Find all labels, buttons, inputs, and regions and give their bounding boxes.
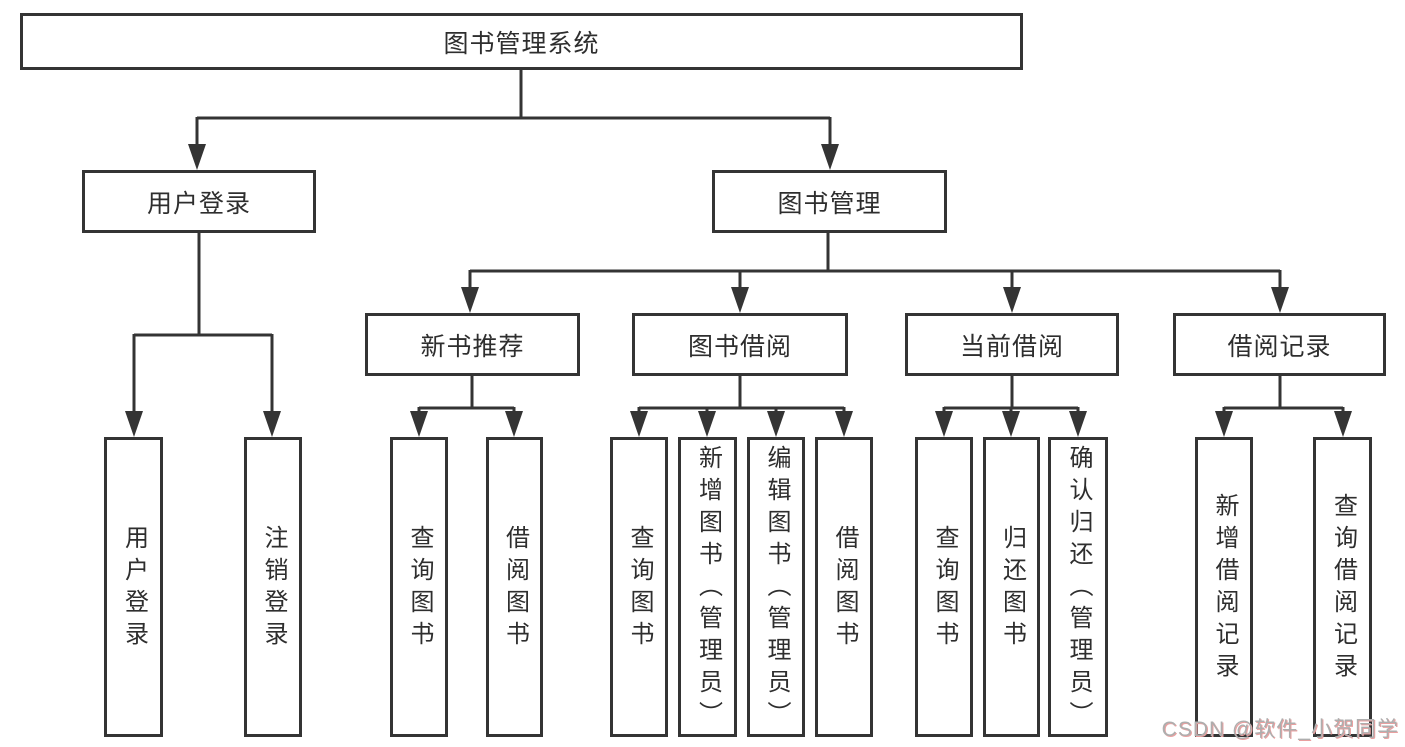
- arrow-down-icon: [935, 411, 953, 437]
- node-root: 图书管理系统: [20, 13, 1023, 70]
- leaf-borrow-books: 借阅图书: [815, 437, 873, 737]
- node-user-login: 用户登录: [82, 170, 316, 233]
- leaf-user-login: 用户登录: [104, 437, 163, 737]
- leaf-query-borrow-record: 查询借阅记录: [1313, 437, 1372, 737]
- arrow-down-icon: [1271, 287, 1289, 313]
- connector-paths: [132, 70, 1345, 430]
- node-new-book-recommend: 新书推荐: [365, 313, 580, 376]
- arrow-down-icon: [731, 287, 749, 313]
- arrow-down-icon: [461, 287, 479, 313]
- arrow-down-icon: [1003, 287, 1021, 313]
- arrow-down-icon: [125, 411, 143, 437]
- arrow-down-icon: [767, 411, 785, 437]
- arrow-down-icon: [188, 144, 206, 170]
- node-book-borrow: 图书借阅: [632, 313, 848, 376]
- leaf-confirm-return-admin: 确认归还（管理员）: [1048, 437, 1108, 737]
- arrow-down-icon: [1069, 411, 1087, 437]
- arrow-down-icon: [1215, 411, 1233, 437]
- arrow-down-icon: [410, 411, 428, 437]
- node-borrow-records: 借阅记录: [1173, 313, 1386, 376]
- node-current-borrow: 当前借阅: [905, 313, 1119, 376]
- arrow-down-icon: [1002, 411, 1020, 437]
- arrow-down-icon: [821, 144, 839, 170]
- leaf-borrow-books-recommend: 借阅图书: [486, 437, 543, 737]
- leaf-query-books-current: 查询图书: [915, 437, 973, 737]
- arrow-down-icon: [505, 411, 523, 437]
- node-book-management: 图书管理: [712, 170, 947, 233]
- leaf-edit-book-admin: 编辑图书（管理员）: [747, 437, 805, 737]
- csdn-watermark: CSDN @软件_小贺同学: [1161, 718, 1399, 741]
- arrow-down-icon: [835, 411, 853, 437]
- leaf-add-book-admin: 新增图书（管理员）: [678, 437, 737, 737]
- arrow-down-icon: [1334, 411, 1352, 437]
- arrow-down-icon: [263, 411, 281, 437]
- leaf-return-books: 归还图书: [983, 437, 1040, 737]
- leaf-add-borrow-record: 新增借阅记录: [1195, 437, 1253, 737]
- leaf-query-books-borrow: 查询图书: [610, 437, 668, 737]
- arrow-down-icon: [630, 411, 648, 437]
- arrowhead-icons: [125, 144, 1352, 437]
- leaf-logout-login: 注销登录: [244, 437, 302, 737]
- leaf-query-books-recommend: 查询图书: [390, 437, 448, 737]
- arrow-down-icon: [698, 411, 716, 437]
